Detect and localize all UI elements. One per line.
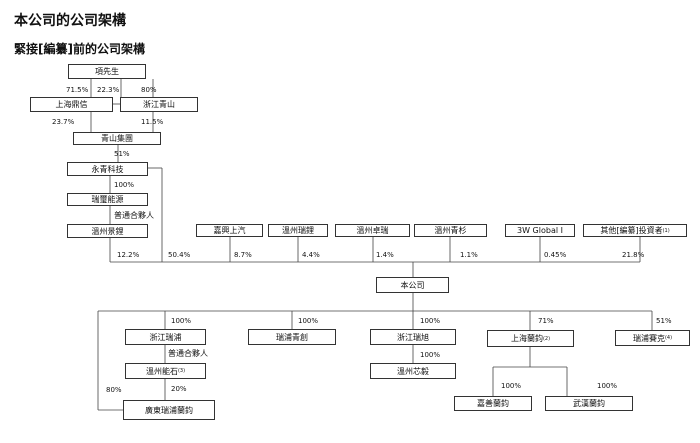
pct-ruixu-xinyi: 100% xyxy=(420,351,441,359)
pct-qingshan-group: 11.5% xyxy=(141,118,164,126)
node-other-investors: 其他[編纂]投資者(1) xyxy=(583,224,687,237)
pct-company-qingchuang: 100% xyxy=(298,317,319,325)
pct-other-company: 21.8% xyxy=(622,251,645,259)
note-other-investors: (1) xyxy=(662,227,670,234)
node-wz-nengshi: 溫州能石(3) xyxy=(125,363,206,379)
pct-zhuorui-company: 1.4% xyxy=(376,251,394,259)
pct-jiaxing-company: 8.7% xyxy=(234,251,252,259)
node-sh-dingxin: 上海鼎信 xyxy=(30,97,113,112)
node-ruipu-saike: 瑞浦賽克(4) xyxy=(615,330,690,346)
pct-lanjun-jiashan: 100% xyxy=(501,382,522,390)
pct-qingshan2-company: 1.1% xyxy=(460,251,478,259)
node-qingshan-group: 青山集團 xyxy=(73,132,161,145)
pct-dingxin-qingshan: 80% xyxy=(141,86,157,94)
node-zj-ruipu: 浙江瑞浦 xyxy=(125,329,206,345)
pct-company-saike: 51% xyxy=(656,317,672,325)
note-wz-nengshi: (3) xyxy=(177,368,186,374)
pct-nengshi-guangdong: 20% xyxy=(171,385,187,393)
node-ruixi-energy: 瑞璽能源 xyxy=(67,193,148,206)
pct-jingli-company: 12.2% xyxy=(117,251,140,259)
section-subtitle: 緊接[編纂]前的公司架構 xyxy=(14,42,145,56)
node-company: 本公司 xyxy=(376,277,449,293)
node-wz-jingli: 溫州景鋰 xyxy=(67,224,148,238)
node-guangdong-ruipu: 廣東瑞浦蘭鈞 xyxy=(123,400,215,420)
pct-xiang-dingxin: 71.5% xyxy=(66,86,89,94)
node-wuhan-lanjun: 武漢蘭鈞 xyxy=(545,396,633,411)
node-yongqing: 永青科技 xyxy=(67,162,148,176)
pct-yongqing-ruixi: 100% xyxy=(114,181,135,189)
pct-ruili-company: 4.4% xyxy=(302,251,320,259)
node-wz-qingshan2: 溫州青杉 xyxy=(414,224,487,237)
node-jiashan-lanjun: 嘉善蘭鈞 xyxy=(454,396,532,411)
label-gp-1: 普通合夥人 xyxy=(114,211,154,220)
node-jiaxing-shangqi: 嘉興上汽 xyxy=(196,224,263,237)
pct-lanjun-wuhan: 100% xyxy=(597,382,618,390)
node-zj-qingshan: 浙江青山 xyxy=(120,97,198,112)
note-sh-lanjun: (2) xyxy=(542,335,551,342)
page-title: 本公司的公司架構 xyxy=(14,13,126,29)
node-sh-lanjun: 上海蘭鈞(2) xyxy=(487,330,574,347)
label-gp-2: 普通合夥人 xyxy=(168,349,208,358)
node-xiang: 項先生 xyxy=(68,64,146,79)
pct-yongqing-company: 50.4% xyxy=(168,251,191,259)
note-ruipu-saike: (4) xyxy=(664,335,673,341)
pct-company-lanjun: 71% xyxy=(538,317,554,325)
node-wz-ruili: 溫州瑞鋰 xyxy=(268,224,328,237)
pct-company-ruixu: 100% xyxy=(420,317,441,325)
pct-dingxin-group: 23.7% xyxy=(52,118,75,126)
node-ruipu-qingchuang: 瑞浦青創 xyxy=(248,329,336,345)
node-3w-global: 3W Global I xyxy=(505,224,575,237)
pct-company-guangdong: 80% xyxy=(106,386,122,394)
pct-group-yongqing: 51% xyxy=(114,150,130,158)
node-wz-zhuorui: 溫州卓瑞 xyxy=(335,224,410,237)
pct-xiang-qingshan: 22.3% xyxy=(97,86,120,94)
node-wz-xinyi: 溫州芯毅 xyxy=(370,363,456,379)
pct-3w-company: 0.45% xyxy=(544,251,567,259)
pct-company-ruipu: 100% xyxy=(171,317,192,325)
node-zj-ruixu: 浙江瑞旭 xyxy=(370,329,456,345)
